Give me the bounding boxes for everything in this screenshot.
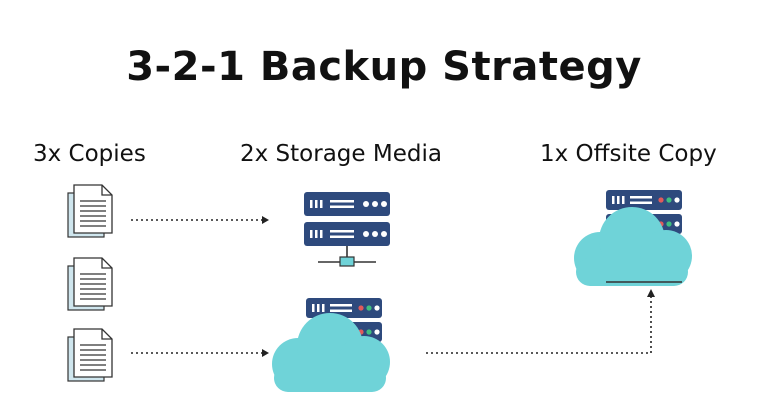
- server-icon: [304, 192, 390, 267]
- page-title: 3-2-1 Backup Strategy: [126, 44, 642, 90]
- label-storage-media: 2x Storage Media: [240, 141, 442, 167]
- arrow-copy-to-server: [131, 216, 269, 224]
- document-icon: [67, 184, 113, 238]
- document-icon: [67, 328, 113, 382]
- arrow-to-offsite: [426, 289, 655, 354]
- arrow-copy-to-cloud-server: [131, 349, 269, 357]
- document-icon: [67, 257, 113, 311]
- label-offsite-copy: 1x Offsite Copy: [540, 141, 717, 167]
- label-copies: 3x Copies: [33, 141, 146, 167]
